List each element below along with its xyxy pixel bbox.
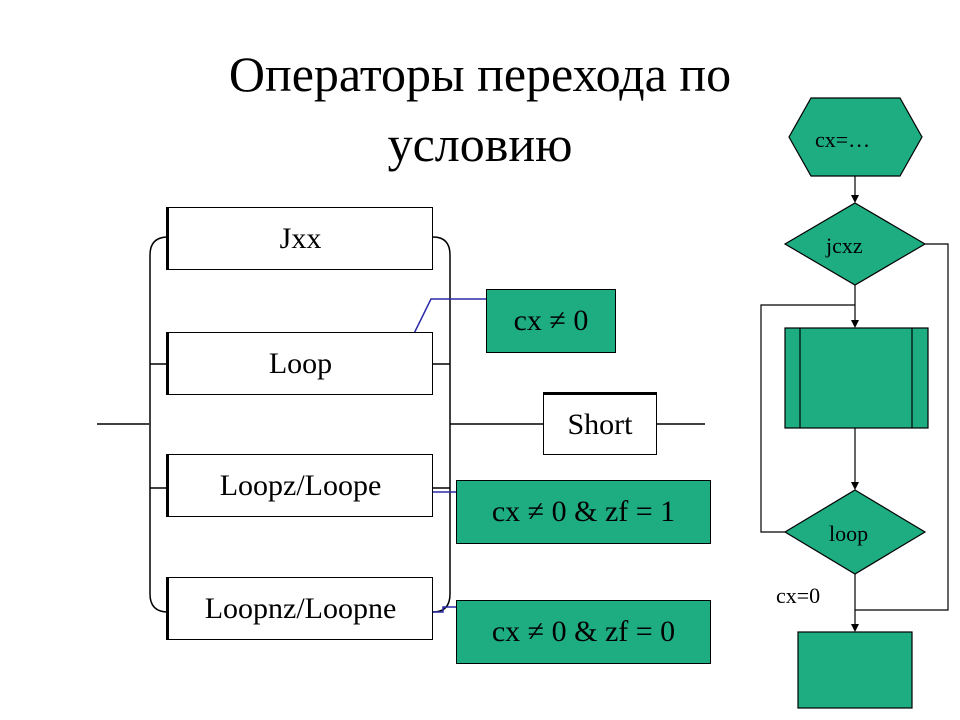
flow-loop-back	[760, 304, 855, 533]
condition-loopnz: cx ≠ 0 & zf = 0	[456, 600, 711, 664]
flow-init-label: cx=…	[815, 127, 871, 152]
flow-jcxz-bypass	[855, 243, 949, 611]
right-bracket	[432, 236, 451, 613]
operator-loop: Loop	[166, 332, 433, 395]
page-title-line-1: Операторы перехода по	[228, 46, 732, 102]
left-bracket	[149, 236, 169, 613]
flow-exit-label: cx=0	[776, 583, 821, 608]
flow-body-block	[784, 327, 929, 429]
flow-init-hexagon	[788, 97, 923, 177]
short-box: Short	[543, 392, 657, 455]
flow-exit-block	[797, 631, 913, 709]
page-title-line-2: условию	[387, 116, 573, 172]
flow-loop-label: loop	[829, 521, 869, 546]
operator-loopnz: Loopnz/Loopne	[166, 577, 433, 640]
flow-jcxz-label: jcxz	[826, 233, 863, 258]
condition-loop: cx ≠ 0	[486, 289, 616, 353]
condition-loopz: cx ≠ 0 & zf = 1	[456, 480, 711, 544]
operator-loopz: Loopz/Loope	[166, 454, 433, 517]
operator-jxx: Jxx	[166, 207, 433, 270]
connector-loopnz	[423, 606, 456, 613]
